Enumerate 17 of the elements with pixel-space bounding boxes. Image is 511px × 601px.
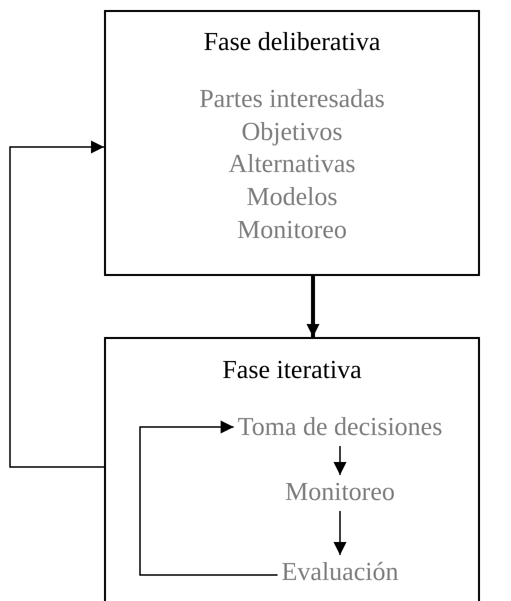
phase-box: [104, 337, 480, 601]
arrow: [334, 446, 346, 475]
phase-box: [104, 10, 480, 276]
phase-title: Fase deliberativa: [204, 27, 380, 57]
list-item: Objetivos: [241, 117, 343, 147]
list-item: Alternativas: [228, 149, 356, 179]
step-label: Evaluación: [282, 557, 398, 587]
phase-title: Fase iterativa: [222, 355, 362, 385]
list-item: Monitoreo: [237, 215, 347, 245]
list-item: Partes interesadas: [199, 84, 385, 114]
arrow: [334, 511, 346, 555]
arrow: [306, 276, 320, 337]
arrow: [139, 420, 278, 576]
list-item: Modelos: [246, 182, 338, 212]
step-label: Toma de decisiones: [238, 412, 442, 442]
step-label: Monitoreo: [285, 477, 395, 507]
arrow: [9, 140, 104, 468]
